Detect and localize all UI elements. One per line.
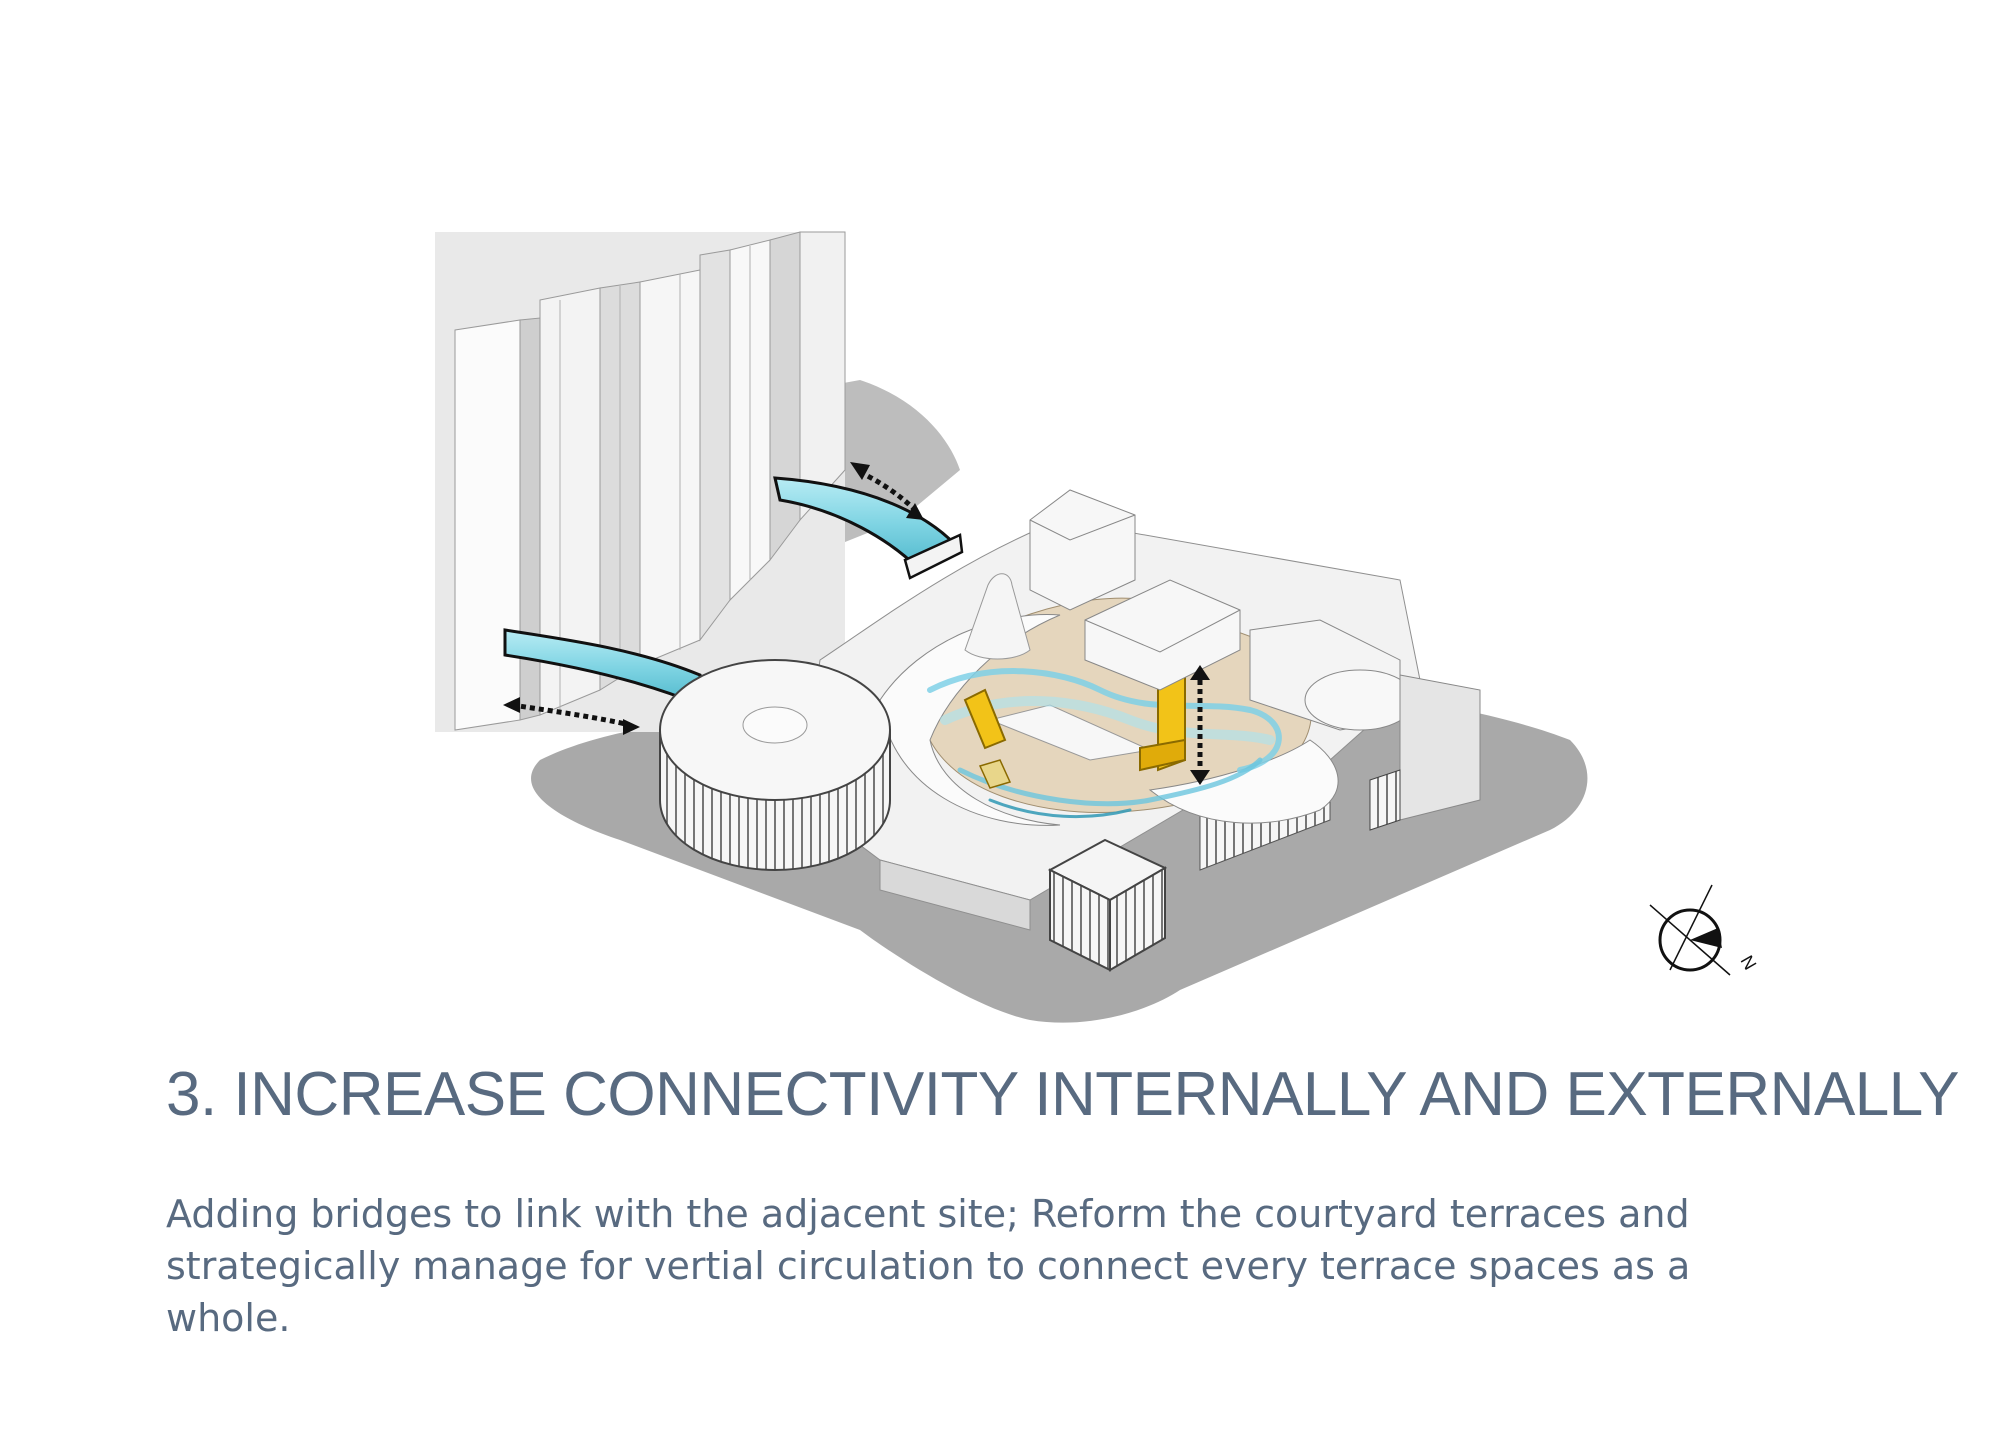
compass-icon bbox=[1649, 884, 1731, 976]
upper-bridge bbox=[773, 476, 964, 580]
compass-north-label: N bbox=[1737, 952, 1761, 973]
section-description: Adding bridges to link with the adjacent… bbox=[166, 1192, 1691, 1340]
residential-towers bbox=[435, 231, 846, 732]
front-cube bbox=[1047, 838, 1168, 972]
lower-arrow-icon bbox=[511, 702, 631, 728]
rear-blocks bbox=[1029, 489, 1481, 821]
ribbed-kiosk bbox=[1369, 769, 1401, 831]
cone-pavilion bbox=[964, 573, 1031, 660]
round-building bbox=[659, 659, 891, 871]
terraces bbox=[879, 613, 1339, 826]
connection-arrows bbox=[511, 469, 1203, 770]
section-title: 3. INCREASE CONNECTIVITY INTERNALLY AND … bbox=[166, 1060, 1960, 1129]
